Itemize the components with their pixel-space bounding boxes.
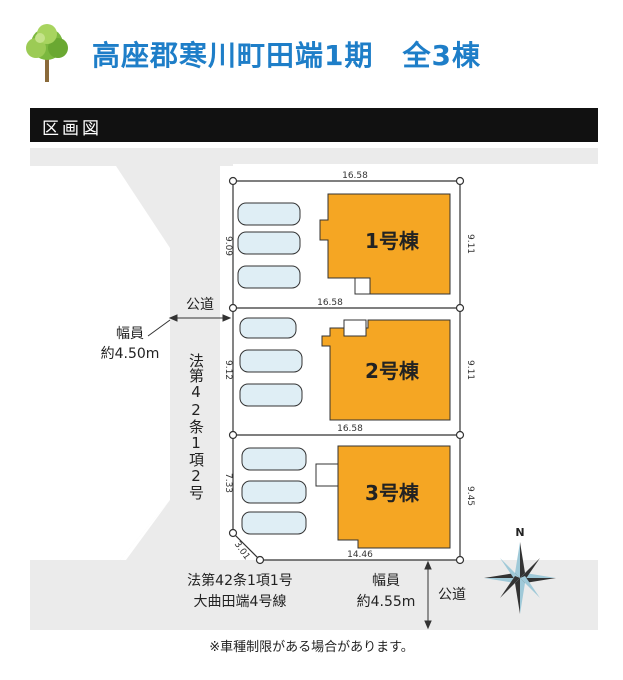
house-1-entrance: [354, 277, 371, 295]
lot-2-label: 2号棟: [365, 359, 420, 383]
below-road: [30, 630, 598, 670]
left-road-width-arrow: [147, 314, 232, 337]
tree-icon: [26, 24, 68, 82]
vehicle-restriction-note: ※車種制限がある場合があります。: [209, 640, 414, 655]
left-road-law-label: 法第42条1項2号: [187, 353, 205, 501]
lot-1-right-dimension: 9.11: [465, 234, 475, 254]
left-road-width-value: 約4.50m: [101, 346, 160, 362]
lot-2-right-dimension: 9.11: [465, 360, 475, 380]
house-1: [319, 193, 451, 295]
lot-2-left-dimension: 9.12: [223, 360, 233, 380]
lot-1-bottom-dimension: 16.58: [317, 298, 343, 308]
boundary-markers: [228, 176, 465, 565]
page-title: 高座郡寒川町田端1期 全3棟: [92, 39, 481, 72]
house-2-entrance: [343, 319, 367, 337]
section-title: 区画図: [42, 119, 102, 139]
bottom-road-width-label: 幅員: [372, 573, 400, 589]
bottom-road-label: 公道: [438, 587, 466, 603]
bottom-road-law-line2: 大曲田端4号線: [194, 594, 287, 610]
lot-1-left-dimension: 9.09: [223, 236, 233, 256]
bottom-road-width-arrow: [424, 560, 432, 630]
bottom-road-width-value: 約4.55m: [357, 594, 416, 610]
lot-2-bottom-dimension: 16.58: [337, 424, 363, 434]
left-road: [30, 166, 170, 560]
lot-3-right-dimension: 9.45: [465, 486, 475, 506]
lot-1-top-dimension: 16.58: [342, 171, 368, 181]
site-plan-drawing: 1号棟 2号棟 3号棟 16.58 16.58 16.58 14.46 9.09…: [30, 164, 598, 670]
left-road-surface: [116, 166, 220, 560]
bottom-road-law-line1: 法第42条1項1号: [187, 572, 293, 589]
lot-3-left-dimension: 7.33: [223, 473, 233, 493]
lot-1-label: 1号棟: [365, 229, 420, 253]
compass-north-label: N: [515, 526, 524, 539]
house-3-entrance: [315, 463, 339, 487]
lot-boundaries: [232, 180, 461, 561]
lot-3-bottom-dimension: 14.46: [347, 550, 373, 560]
site-plan: 1号棟 2号棟 3号棟 16.58 16.58 16.58 14.46 9.09…: [30, 148, 598, 670]
lot-3-label: 3号棟: [365, 481, 420, 505]
compass-icon: [484, 542, 556, 614]
left-road-width-label: 幅員: [116, 326, 144, 342]
page-header: 高座郡寒川町田端1期 全3棟: [0, 0, 623, 100]
left-road-label: 公道: [186, 297, 214, 313]
section-header-bar: [30, 108, 598, 142]
house-2: [321, 319, 451, 421]
parking-cars: [237, 202, 307, 535]
